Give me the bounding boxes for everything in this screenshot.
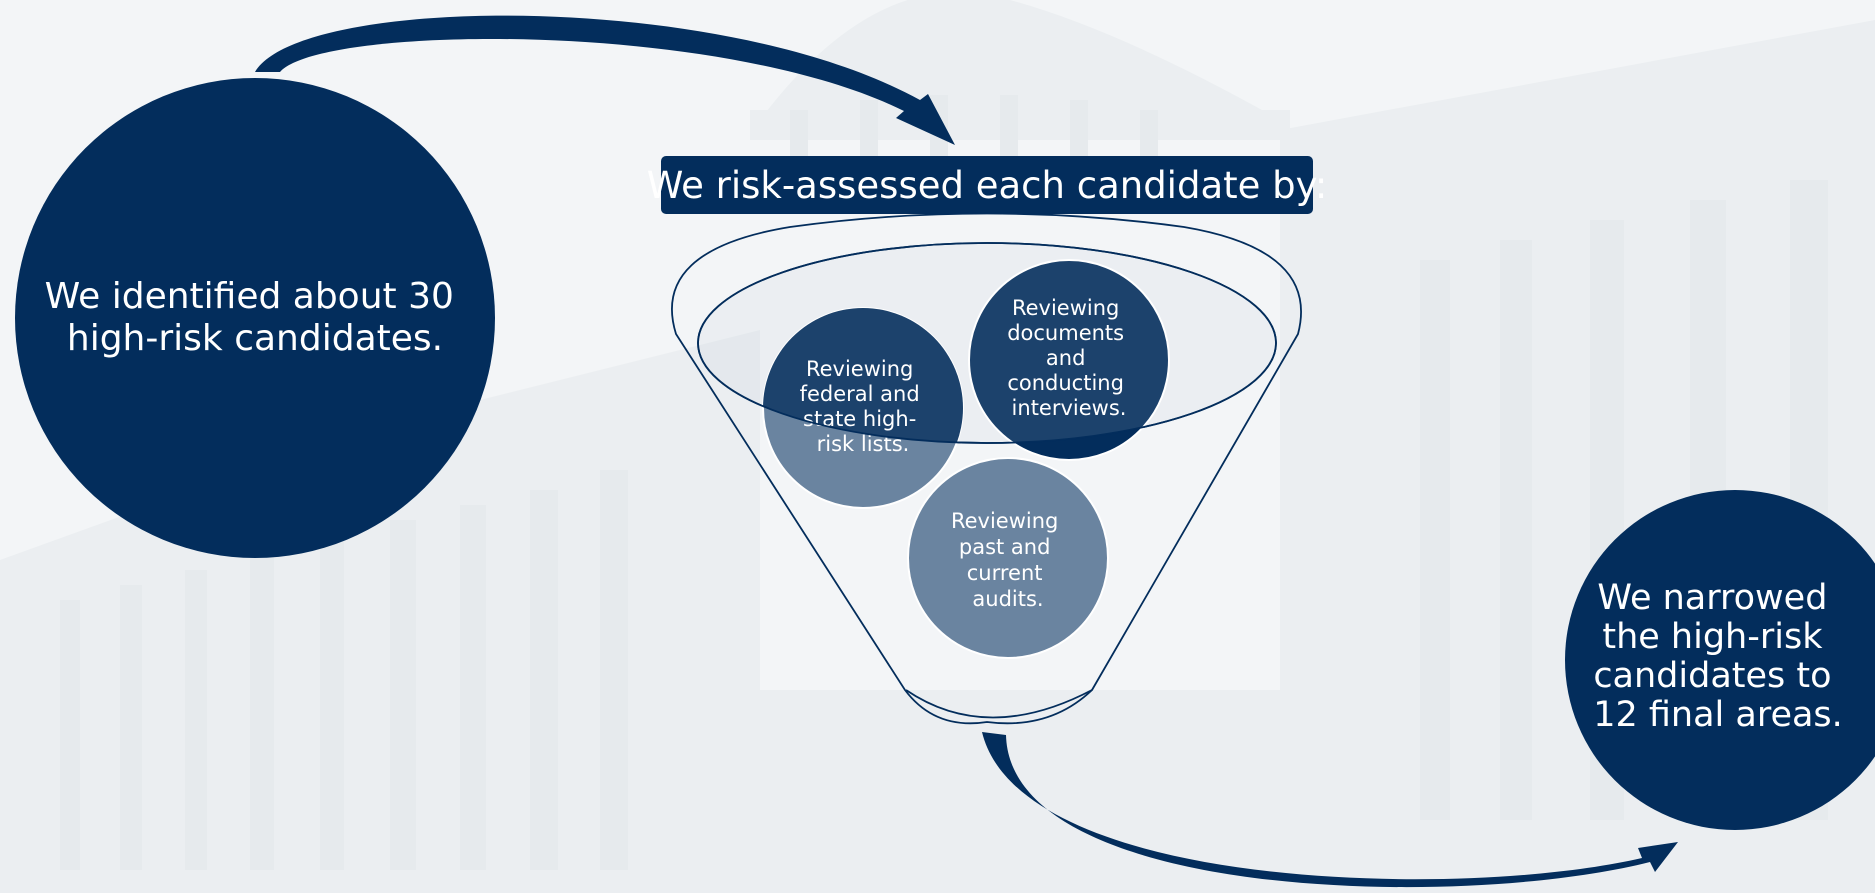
- curved-arrow-top: [255, 15, 955, 146]
- end-text-line: We narrowed: [1597, 578, 1827, 618]
- start-circle: We identified about 30 high-risk candida…: [15, 78, 495, 558]
- start-text-line: high-risk candidates.: [67, 318, 443, 359]
- end-text-line: candidates to: [1593, 656, 1831, 696]
- method-text-line: federal and: [800, 382, 920, 406]
- method-circle-lists: Reviewing federal and state high- risk l…: [762, 307, 964, 509]
- end-text-line: 12 final areas.: [1593, 695, 1843, 735]
- header-label: We risk-assessed each candidate by:: [647, 164, 1328, 207]
- method-circle-interviews: Reviewing documents and conducting inter…: [968, 259, 1170, 461]
- method-text: Reviewing documents and conducting inter…: [1007, 296, 1131, 420]
- funnel-mouth-overlay: [697, 242, 1277, 444]
- start-text: We identified about 30 high-risk candida…: [45, 276, 466, 359]
- method-text-line: audits.: [972, 587, 1043, 611]
- method-text-line: risk lists.: [817, 432, 910, 456]
- method-text-line: Reviewing: [806, 357, 913, 381]
- method-text: Reviewing federal and state high- risk l…: [800, 357, 927, 456]
- header-label-box: We risk-assessed each candidate by:: [647, 156, 1328, 214]
- method-text-line: documents: [1007, 321, 1124, 345]
- method-text: Reviewing past and current audits.: [951, 509, 1065, 611]
- method-circle-audits: Reviewing past and current audits.: [907, 457, 1109, 659]
- end-text-line: the high-risk: [1602, 617, 1823, 657]
- curved-arrow-bottom: [982, 732, 1678, 888]
- method-text-line: past and: [959, 535, 1051, 559]
- end-text: We narrowed the high-risk candidates to …: [1593, 578, 1843, 735]
- start-text-line: We identified about 30: [45, 276, 454, 317]
- method-text-line: Reviewing: [1012, 296, 1119, 320]
- method-text-line: state high-: [803, 407, 916, 431]
- end-circle: We narrowed the high-risk candidates to …: [1565, 490, 1875, 830]
- method-text-line: Reviewing: [951, 509, 1058, 533]
- method-text-line: interviews.: [1012, 396, 1127, 420]
- method-text-line: current: [967, 561, 1043, 585]
- method-text-line: and: [1046, 346, 1086, 370]
- method-text-line: conducting: [1007, 371, 1124, 395]
